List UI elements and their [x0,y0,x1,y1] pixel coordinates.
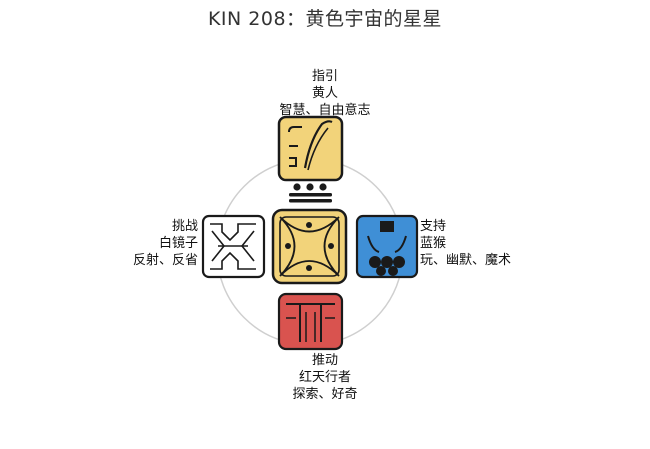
blue-monkey-icon [355,214,419,279]
white-mirror-icon [201,214,266,279]
challenge-label: 挑战 白镜子 反射、反省 [100,218,198,269]
guide-seal: 黄人 [311,86,338,101]
cosmic-tone-icon [289,183,332,203]
challenge-role: 挑战 [171,219,198,234]
guide-role: 指引 [311,69,338,84]
guide-keywords: 智慧、自由意志 [279,103,371,118]
push-label: 推动 红天行者 探索、好奇 [225,352,425,403]
push-seal: 红天行者 [298,370,351,385]
yellow-human-icon [277,115,344,182]
push-role: 推动 [311,353,338,368]
red-skywalker-icon [277,292,344,351]
yellow-star-icon [271,208,348,285]
push-keywords: 探索、好奇 [292,387,358,402]
challenge-seal: 白镜子 [158,236,198,251]
support-label: 支持 蓝猴 玩、幽默、魔术 [420,218,550,269]
support-role: 支持 [420,219,447,234]
support-keywords: 玩、幽默、魔术 [420,253,512,268]
guide-label: 指引 黄人 智慧、自由意志 [225,68,425,119]
support-seal: 蓝猴 [420,236,447,251]
challenge-keywords: 反射、反省 [132,253,198,268]
page-title: KIN 208：黄色宇宙的星星 [207,8,443,30]
